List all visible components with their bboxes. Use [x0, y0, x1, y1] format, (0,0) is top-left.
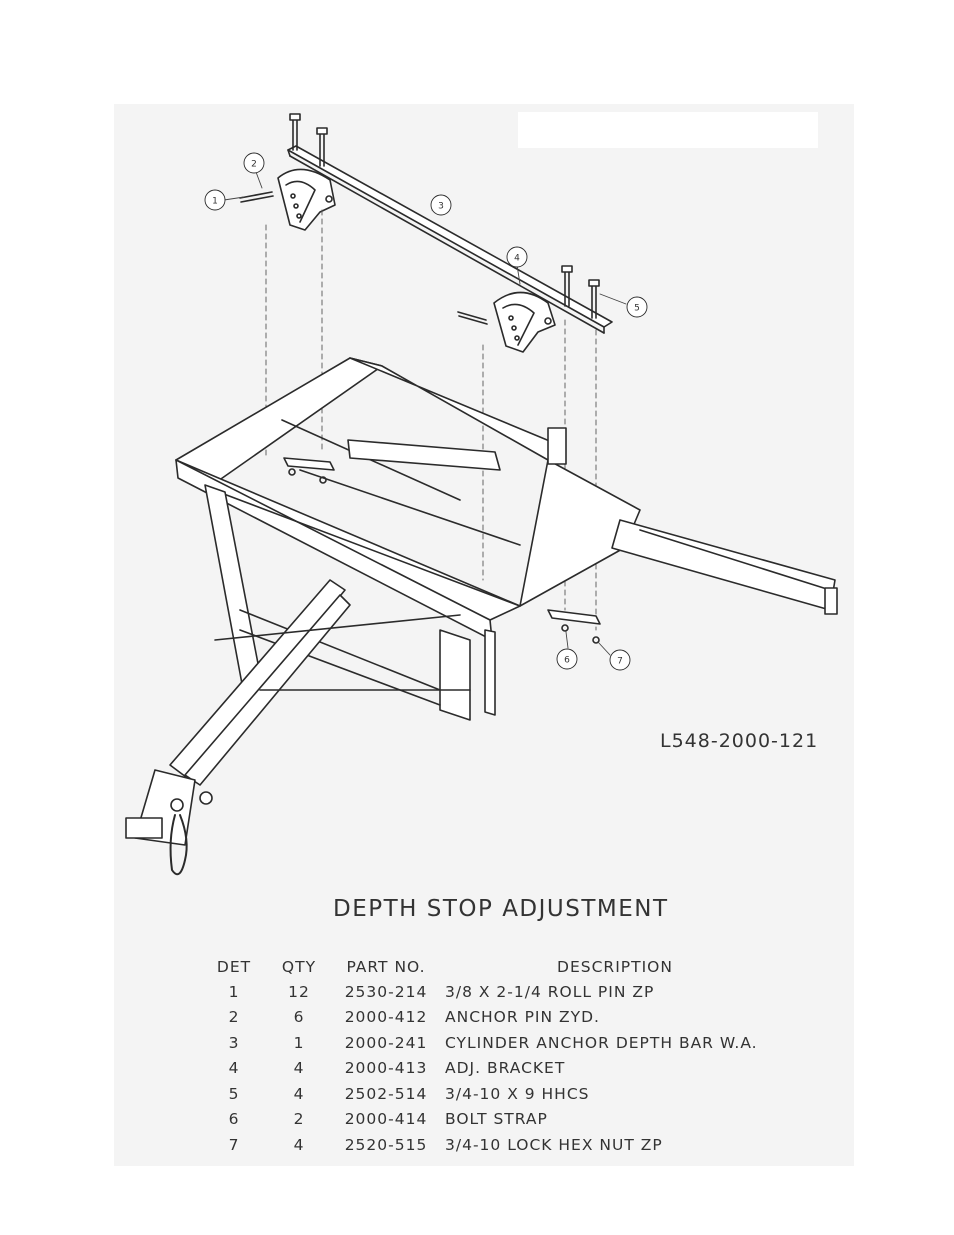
callout-1: 1	[212, 197, 218, 207]
adjustment-bracket-lower	[457, 291, 556, 353]
cell-det: 4	[228, 1059, 240, 1078]
cell-description: 3/4-10 X 9 HHCS	[445, 1084, 590, 1103]
cell-qty: 2	[293, 1110, 305, 1129]
table-row: 1 12 2530-214 3/8 X 2-1/4 ROLL PIN ZP	[205, 979, 785, 1005]
cell-part-no: 2502-514	[344, 1084, 428, 1103]
header-description: DESCRIPTION	[557, 958, 673, 976]
header-det: DET	[216, 958, 252, 976]
callouts	[204, 152, 648, 671]
exploded-assembly-drawing: 1 2 3 4 5 6 7	[125, 113, 838, 876]
cell-description: BOLT STRAP	[445, 1110, 548, 1129]
table-row: 6 2 2000-414 BOLT STRAP	[205, 1107, 785, 1133]
cell-part-no: 2000-414	[344, 1110, 428, 1129]
blank-label-area	[518, 112, 818, 148]
cell-det: 5	[228, 1084, 240, 1103]
cell-qty: 4	[293, 1059, 305, 1078]
page-title: DEPTH STOP ADJUSTMENT	[333, 896, 669, 922]
cell-part-no: 2000-413	[344, 1059, 428, 1078]
callout-leaders	[223, 171, 627, 656]
depth-bar	[287, 145, 613, 334]
table-row: 5 4 2502-514 3/4-10 X 9 HHCS	[205, 1081, 785, 1107]
cell-description: 3/8 X 2-1/4 ROLL PIN ZP	[445, 982, 655, 1001]
cell-det: 2	[228, 1008, 240, 1027]
callout-4: 4	[514, 254, 520, 264]
cell-qty: 4	[293, 1135, 305, 1154]
cell-part-no: 2520-515	[344, 1135, 428, 1154]
callout-2: 2	[251, 160, 257, 170]
cell-det: 6	[228, 1110, 240, 1129]
cell-part-no: 2000-412	[344, 1008, 428, 1027]
cell-qty: 6	[293, 1008, 305, 1027]
header-qty: QTY	[281, 958, 317, 976]
parts-table: DET QTY PART NO. DESCRIPTION 1 12 2530-2…	[205, 955, 785, 1158]
bolt-straps	[283, 457, 601, 644]
table-row: 4 4 2000-413 ADJ. BRACKET	[205, 1056, 785, 1082]
callout-7: 7	[617, 657, 623, 667]
cell-det: 3	[228, 1033, 240, 1052]
cell-part-no: 2000-241	[344, 1033, 428, 1052]
cart-frame	[125, 357, 838, 876]
table-row: 7 4 2520-515 3/4-10 LOCK HEX NUT ZP	[205, 1132, 785, 1158]
callout-3: 3	[438, 202, 444, 212]
callout-5: 5	[634, 304, 640, 314]
adjustment-bracket-upper	[239, 168, 336, 231]
parts-table-header: DET QTY PART NO. DESCRIPTION	[205, 955, 785, 979]
header-part-no: PART NO.	[346, 958, 426, 976]
cell-description: 3/4-10 LOCK HEX NUT ZP	[445, 1135, 663, 1154]
cell-qty: 1	[293, 1033, 305, 1052]
table-row: 3 1 2000-241 CYLINDER ANCHOR DEPTH BAR W…	[205, 1030, 785, 1056]
table-row: 2 6 2000-412 ANCHOR PIN ZYD.	[205, 1005, 785, 1031]
cell-part-no: 2530-214	[344, 982, 428, 1001]
cell-qty: 12	[288, 982, 310, 1001]
cell-qty: 4	[293, 1084, 305, 1103]
cell-description: CYLINDER ANCHOR DEPTH BAR W.A.	[445, 1033, 758, 1052]
bolts	[289, 113, 600, 319]
cell-det: 1	[228, 982, 240, 1001]
cell-det: 7	[228, 1135, 240, 1154]
drawing-number: L548-2000-121	[660, 730, 819, 752]
callout-6: 6	[564, 656, 570, 666]
cell-description: ANCHOR PIN ZYD.	[445, 1008, 600, 1027]
cell-description: ADJ. BRACKET	[445, 1059, 566, 1078]
